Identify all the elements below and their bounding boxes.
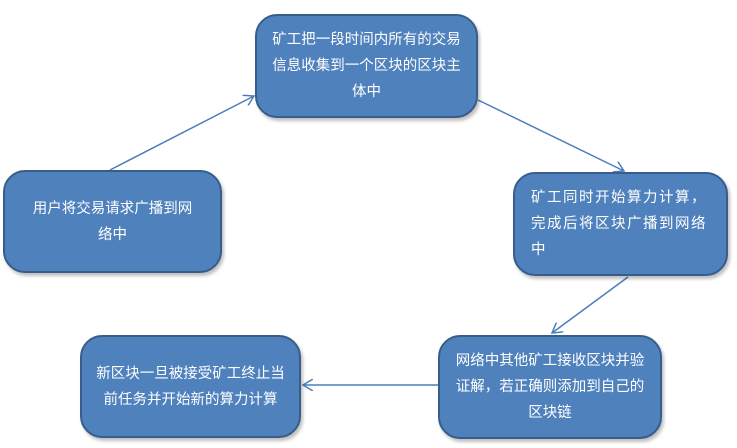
- step-new-block-accepted: 新区块一旦被接受矿工终止当前任务并开始新的算力计算: [80, 335, 301, 438]
- step-verify-block: 网络中其他矿工接收区块并验证解，若正确则添加到自己的区块链: [438, 335, 662, 439]
- step-broadcast-transaction: 用户将交易请求广播到网络中: [3, 170, 222, 273]
- step-text: 矿工把一段时间内所有的交易信息收集到一个区块的区块主体中: [272, 32, 461, 100]
- step-text: 矿工同时开始算力计算，完成后将区块广播到网络中: [531, 190, 707, 258]
- arrow-compute-to-verify: [552, 276, 629, 333]
- arrow-user-to-miner: [109, 96, 254, 171]
- step-text: 用户将交易请求广播到网络中: [32, 200, 193, 243]
- arrow-collect-to-compute: [477, 99, 624, 171]
- step-text: 新区块一旦被接受矿工终止当前任务并开始新的算力计算: [96, 365, 285, 408]
- step-compute-hash: 矿工同时开始算力计算，完成后将区块广播到网络中: [513, 172, 728, 276]
- step-collect-transactions: 矿工把一段时间内所有的交易信息收集到一个区块的区块主体中: [255, 14, 478, 118]
- step-text: 网络中其他矿工接收区块并验证解，若正确则添加到自己的区块链: [455, 353, 645, 421]
